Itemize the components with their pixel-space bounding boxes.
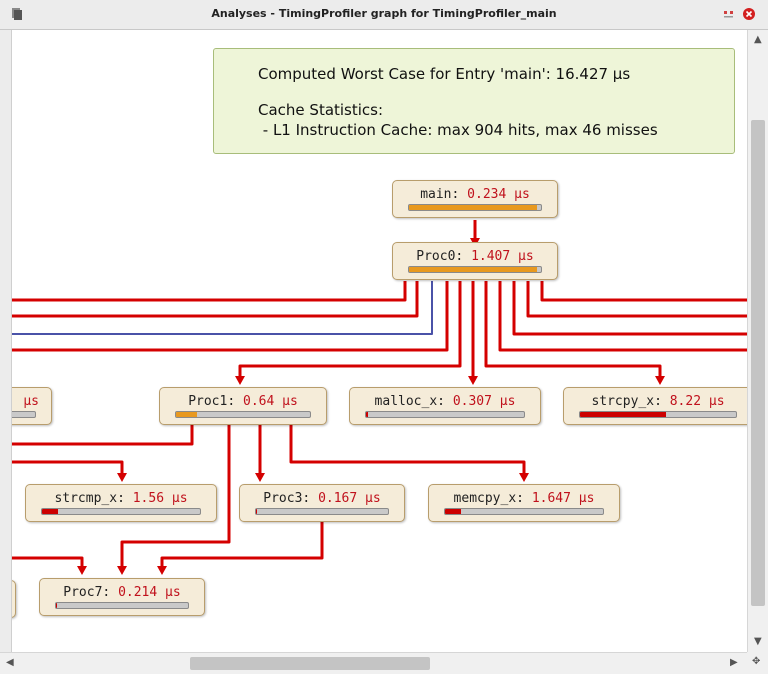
node-memcpy-x[interactable]: memcpy_x: 1.647 µs xyxy=(428,484,620,522)
node-proc3[interactable]: Proc3: 0.167 µs xyxy=(239,484,405,522)
edge-proc0-proc1 xyxy=(238,281,462,378)
node-name: strcpy_x: xyxy=(591,394,662,409)
node-proc7[interactable]: Proc7: 0.214 µs xyxy=(39,578,205,616)
edge-arrow xyxy=(519,473,529,482)
node-bar xyxy=(255,508,389,515)
horizontal-scrollbar[interactable]: ◀ ▶ xyxy=(0,652,747,674)
edge-proc3-proc7 xyxy=(160,520,324,568)
node-name: Proc0: xyxy=(416,249,464,264)
node-bar xyxy=(579,411,737,418)
edge-arrow xyxy=(235,376,245,385)
edge-proc0-strcpy xyxy=(484,281,662,378)
node-bar-fill xyxy=(366,412,368,417)
edge-proc0-left-1 xyxy=(12,281,407,302)
node-name: malloc_x: xyxy=(374,394,445,409)
restore-icon[interactable] xyxy=(722,7,736,21)
node-value: 0.214 µs xyxy=(118,585,181,600)
edge-proc0-right-2 xyxy=(512,281,747,336)
node-name: Proc7: xyxy=(63,585,111,600)
node-bar-fill xyxy=(176,412,198,417)
cache-stats-l1: - L1 Instruction Cache: max 904 hits, ma… xyxy=(258,121,658,139)
node-strcmp-x[interactable]: strcmp_x: 1.56 µs xyxy=(25,484,217,522)
window-titlebar: Analyses - TimingProfiler graph for Timi… xyxy=(0,0,768,30)
node-bar xyxy=(408,204,542,211)
edge-arrow xyxy=(157,566,167,575)
node-value: 1.407 µs xyxy=(471,249,534,264)
node-bar xyxy=(444,508,604,515)
node-bar-fill xyxy=(580,412,666,417)
horizontal-scroll-thumb[interactable] xyxy=(190,657,430,670)
cache-stats-heading: Cache Statistics: xyxy=(258,101,384,119)
vertical-scrollbar[interactable]: ▲ ▼ xyxy=(747,30,768,652)
scroll-down-icon[interactable]: ▼ xyxy=(754,636,762,647)
scroll-corner: ✥ xyxy=(747,652,768,674)
node-value: 8.22 µs xyxy=(669,394,725,409)
node-bar-fill xyxy=(409,267,538,272)
node-malloc-x[interactable]: malloc_x: 0.307 µs xyxy=(349,387,541,425)
graph-canvas[interactable]: Computed Worst Case for Entry 'main': 16… xyxy=(12,30,747,652)
edge-arrow xyxy=(117,473,127,482)
node-value: 0.64 µs xyxy=(243,394,298,409)
call-graph-edges xyxy=(12,220,747,575)
node-bar xyxy=(408,266,542,273)
edge-arrow xyxy=(117,566,127,575)
node-bar-fill xyxy=(445,509,461,514)
node-proc1[interactable]: Proc1: 0.64 µs xyxy=(159,387,327,425)
node-bar xyxy=(55,602,189,609)
node-bar-fill xyxy=(42,509,58,514)
edge-arrow xyxy=(655,376,665,385)
scroll-right-icon[interactable]: ▶ xyxy=(730,657,738,668)
edge-proc0-left-4 xyxy=(12,281,449,352)
node-name: Proc3: xyxy=(263,491,311,506)
edge-left-proc7 xyxy=(12,556,84,568)
node-proc0[interactable]: Proc0: 1.407 µs xyxy=(392,242,558,280)
edge-left-strcmp xyxy=(12,460,124,475)
node-left-cut-2[interactable] xyxy=(12,580,16,618)
node-name: memcpy_x: xyxy=(453,491,524,506)
edge-arrow xyxy=(468,376,478,385)
edge-arrow xyxy=(255,473,265,482)
node-name: Proc1: xyxy=(188,394,236,409)
worst-case-info-box: Computed Worst Case for Entry 'main': 16… xyxy=(213,48,735,154)
node-main[interactable]: main: 0.234 µs xyxy=(392,180,558,218)
node-bar-fill xyxy=(409,205,538,210)
node-left-cut[interactable]: µs xyxy=(12,387,52,425)
node-bar xyxy=(365,411,525,418)
edge-left-proc1 xyxy=(12,425,194,446)
vertical-scroll-thumb[interactable] xyxy=(751,120,765,606)
edge-proc0-right-4 xyxy=(540,281,747,302)
edge-proc1-proc7 xyxy=(120,425,231,568)
edge-proc0-right-1 xyxy=(498,281,747,352)
scroll-left-icon[interactable]: ◀ xyxy=(6,657,14,668)
node-value: 0.307 µs xyxy=(452,394,516,409)
worst-case-text: Computed Worst Case for Entry 'main': 16… xyxy=(258,65,631,83)
node-name: main: xyxy=(420,187,460,202)
node-value: µs xyxy=(23,394,39,409)
app-icon xyxy=(12,8,22,20)
window-left-frame xyxy=(0,30,12,674)
edge-proc0-left-3 xyxy=(12,281,433,335)
scroll-up-icon[interactable]: ▲ xyxy=(754,34,762,45)
node-strcpy-x[interactable]: strcpy_x: 8.22 µs xyxy=(563,387,747,425)
node-bar-fill xyxy=(56,603,58,608)
node-bar xyxy=(175,411,311,418)
edge-proc0-right-3 xyxy=(526,281,747,318)
node-name: strcmp_x: xyxy=(54,491,125,506)
node-bar xyxy=(41,508,201,515)
close-icon[interactable] xyxy=(742,7,756,21)
move-canvas-icon[interactable]: ✥ xyxy=(752,656,761,667)
node-value: 0.234 µs xyxy=(467,187,530,202)
edge-arrow xyxy=(77,566,87,575)
edge-proc0-left-2 xyxy=(12,281,419,318)
edge-proc1-memcpy xyxy=(289,425,526,475)
node-bar-fill xyxy=(256,509,258,514)
node-value: 1.647 µs xyxy=(531,491,595,506)
node-value: 0.167 µs xyxy=(318,491,381,506)
node-value: 1.56 µs xyxy=(132,491,188,506)
node-bar xyxy=(12,411,36,418)
window-title: Analyses - TimingProfiler graph for Timi… xyxy=(211,7,557,20)
